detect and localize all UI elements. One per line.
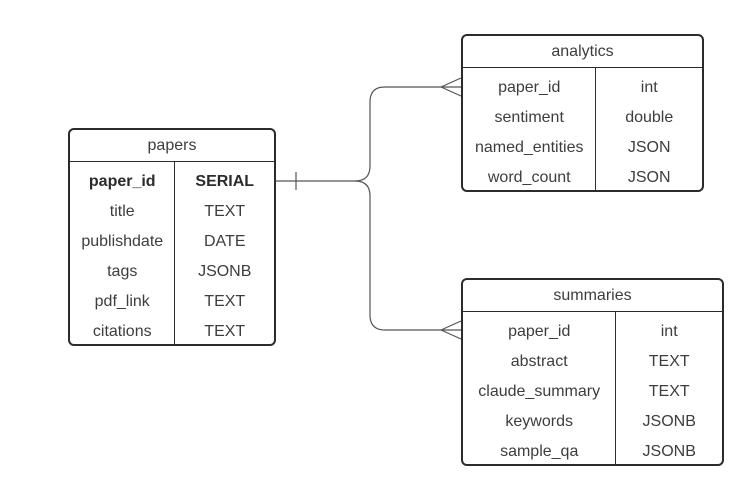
field-type: JSONB [198, 263, 252, 280]
field-type: TEXT [648, 353, 690, 370]
relationship-line-papers-summaries [354, 180, 461, 331]
field-names-column: paper_id abstract claude_summary keyword… [463, 312, 617, 464]
entity-title: papers [70, 130, 274, 162]
field-type: double [625, 109, 674, 126]
field-name: pdf_link [94, 293, 150, 310]
field-type: int [640, 79, 658, 96]
field-type: TEXT [204, 203, 246, 220]
field-name: publishdate [81, 233, 164, 250]
field-type: int [660, 323, 678, 340]
field-name: sample_qa [500, 443, 579, 460]
field-type: TEXT [648, 383, 690, 400]
entity-fields: paper_id title publishdate tags pdf_link… [70, 162, 274, 344]
field-types-column: int double JSON JSON [596, 68, 702, 190]
field-name: abstract [510, 353, 568, 370]
entity-analytics[interactable]: analytics paper_id sentiment named_entit… [461, 34, 704, 192]
entity-summaries[interactable]: summaries paper_id abstract claude_summa… [461, 278, 724, 466]
field-type: JSONB [642, 413, 696, 430]
field-name: word_count [487, 169, 571, 186]
field-names-column: paper_id sentiment named_entities word_c… [463, 68, 597, 190]
field-name: paper_id [508, 323, 571, 340]
entity-fields: paper_id abstract claude_summary keyword… [463, 312, 722, 464]
relationship-line-papers-analytics [354, 86, 461, 182]
field-type: JSONB [642, 443, 696, 460]
field-type: JSON [627, 139, 671, 156]
field-name: claude_summary [478, 383, 601, 400]
field-types-column: int TEXT TEXT JSONB JSONB [616, 312, 722, 464]
field-type: TEXT [204, 323, 246, 340]
field-name: tags [107, 263, 138, 280]
entity-papers[interactable]: papers paper_id title publishdate tags p… [68, 128, 276, 346]
field-name: title [109, 203, 135, 220]
field-name: keywords [505, 413, 573, 430]
field-name-primary-key: paper_id [88, 173, 156, 190]
entity-title: summaries [463, 280, 722, 312]
field-name: citations [92, 323, 152, 340]
entity-title: analytics [463, 36, 702, 68]
field-name: sentiment [494, 109, 564, 126]
field-type: JSON [627, 169, 671, 186]
many-cardinality-marker-summaries [440, 320, 462, 340]
many-cardinality-marker-analytics [440, 77, 462, 97]
field-types-column: SERIAL TEXT DATE JSONB TEXT TEXT [175, 162, 274, 344]
field-names-column: paper_id title publishdate tags pdf_link… [70, 162, 176, 344]
field-name: paper_id [498, 79, 561, 96]
field-type: TEXT [204, 293, 246, 310]
field-type-primary-key: SERIAL [195, 173, 255, 190]
field-name: named_entities [474, 139, 584, 156]
entity-fields: paper_id sentiment named_entities word_c… [463, 68, 702, 190]
field-type: DATE [204, 233, 246, 250]
